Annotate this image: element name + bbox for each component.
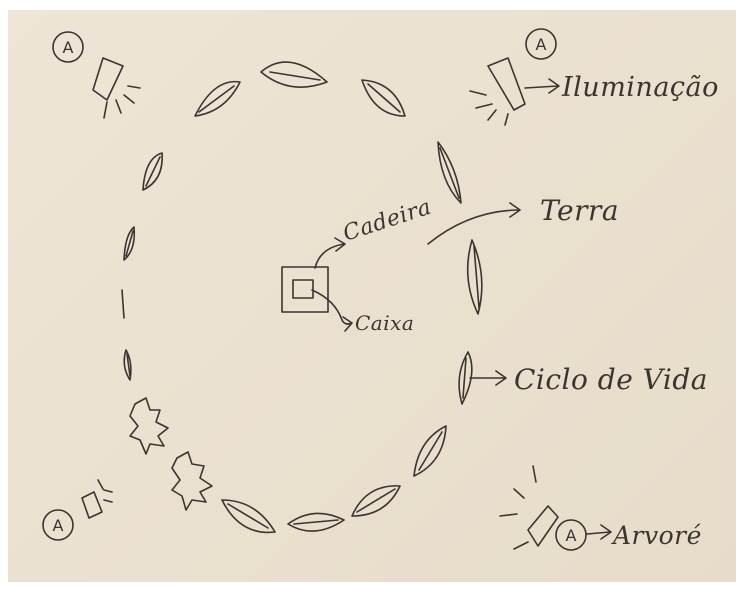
leaf-icon — [194, 80, 241, 117]
badge-circle — [42, 509, 74, 541]
leaf-icon — [466, 239, 483, 315]
label-caixa: Caixa — [355, 311, 414, 335]
arrow-to-cadeira — [314, 237, 346, 269]
lamp-icon — [81, 491, 103, 519]
leaf-ring — [121, 61, 483, 534]
label-ciclo-de-vida: Ciclo de Vida — [514, 363, 708, 396]
leaf-icon — [221, 499, 276, 534]
light-top-left: A — [52, 31, 141, 119]
badge-letter: A — [53, 516, 64, 535]
arrow-to-iluminacao — [524, 78, 560, 94]
label-cadeira: Cadeira — [340, 195, 434, 247]
lamp-icon — [92, 57, 124, 101]
light-rays-icon — [103, 85, 141, 119]
leaf-icon — [287, 512, 345, 532]
lamp-icon — [527, 505, 559, 547]
light-bottom-right: A Arvoré — [499, 465, 702, 551]
leaf-icon — [142, 152, 163, 191]
leaf-icon — [123, 349, 132, 381]
arrow-to-caixa — [311, 289, 353, 332]
box-square-icon — [292, 279, 314, 299]
light-rays-icon — [499, 465, 537, 550]
leaf-icon — [413, 425, 447, 477]
light-bottom-left: A — [42, 479, 113, 541]
paper-background — [8, 10, 736, 582]
leaf-icon — [260, 61, 328, 88]
ciclo-group: Ciclo de Vida — [469, 363, 708, 396]
label-terra: Terra — [540, 194, 619, 227]
badge-circle — [52, 31, 84, 63]
leaf-icon — [458, 351, 473, 405]
lamp-icon — [487, 57, 526, 111]
label-iluminacao: Iluminação — [561, 72, 719, 103]
badge-letter: A — [566, 526, 577, 545]
badge-circle — [555, 519, 587, 551]
arrow-to-terra — [427, 202, 521, 245]
label-arvore: Arvoré — [611, 521, 702, 550]
holly-leaf-icon — [171, 451, 213, 511]
leaf-stem-icon — [121, 289, 125, 319]
chair-box-group: Cadeira Caixa — [281, 195, 435, 335]
light-top-right: A Iluminação — [469, 28, 719, 126]
holly-leaf-icon — [129, 397, 169, 455]
light-rays-icon — [469, 90, 509, 126]
arrow-to-arvore — [586, 524, 612, 540]
terra-group: Terra — [427, 194, 619, 245]
leaf-icon — [437, 141, 462, 204]
light-rays-icon — [97, 479, 113, 503]
leaf-icon — [351, 485, 401, 517]
badge-letter: A — [63, 38, 74, 57]
badge-letter: A — [536, 35, 547, 54]
leaf-icon — [123, 226, 136, 261]
arrow-to-ciclo — [469, 370, 507, 386]
badge-circle — [525, 28, 557, 60]
leaf-icon — [361, 79, 406, 117]
chair-square-icon — [281, 266, 329, 313]
